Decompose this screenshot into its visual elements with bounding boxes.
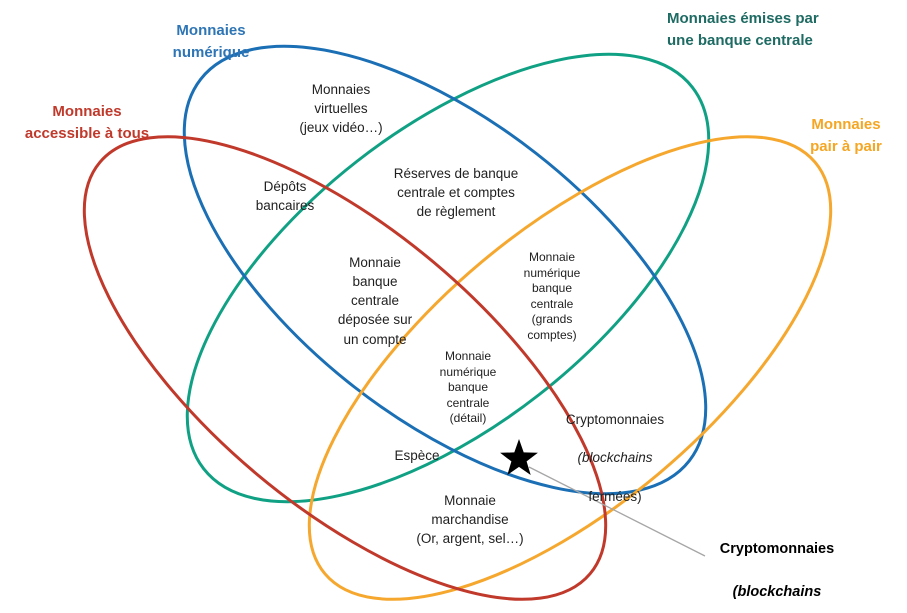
region-central-bank-reserves: Réserves de banque centrale et comptes d… xyxy=(393,166,519,220)
set-ellipse-central-bank xyxy=(185,52,711,504)
region-virtual-currencies: Monnaies virtuelles (jeux vidéo…) xyxy=(299,82,383,136)
region-cbdc-wholesale: Monnaie numérique banque centrale (grand… xyxy=(523,250,581,342)
set-label-digital: Monnaies numérique xyxy=(172,22,250,61)
set-ellipse-peer xyxy=(307,135,833,601)
region-crypto-closed: Cryptomonnaies (blockchains fermées) xyxy=(535,391,695,525)
pointer-line xyxy=(528,466,706,557)
region-crypto-closed-line2: (blockchains xyxy=(577,450,653,466)
region-bank-deposits: Dépôts bancaires xyxy=(255,179,315,214)
set-ellipse-accessible xyxy=(82,135,608,601)
region-cash: Espèce xyxy=(394,448,440,463)
region-central-bank-account-money: Monnaie banque centrale déposée sur un c… xyxy=(337,255,413,347)
annotation-crypto-open-line2: (blockchains xyxy=(732,584,822,601)
region-cbdc-retail: Monnaie numérique banque centrale (détai… xyxy=(439,349,497,426)
region-crypto-closed-line1: Cryptomonnaies xyxy=(565,412,665,428)
star-icon xyxy=(500,439,538,475)
region-commodity-money: Monnaie marchandise (Or, argent, sel…) xyxy=(416,493,524,547)
set-ellipse-digital xyxy=(182,44,708,496)
annotation-crypto-open-line1: Cryptomonnaies xyxy=(719,540,835,557)
annotation-crypto-open: Cryptomonnaies (blockchains ouvertes) xyxy=(692,517,862,613)
region-crypto-closed-line3: fermées) xyxy=(588,488,642,504)
set-label-central-bank: Monnaies émises par une banque centrale xyxy=(667,10,819,49)
set-label-peer: Monnaies pair à pair xyxy=(810,116,882,155)
set-label-accessible: Monnaies accessible à tous xyxy=(24,103,150,142)
